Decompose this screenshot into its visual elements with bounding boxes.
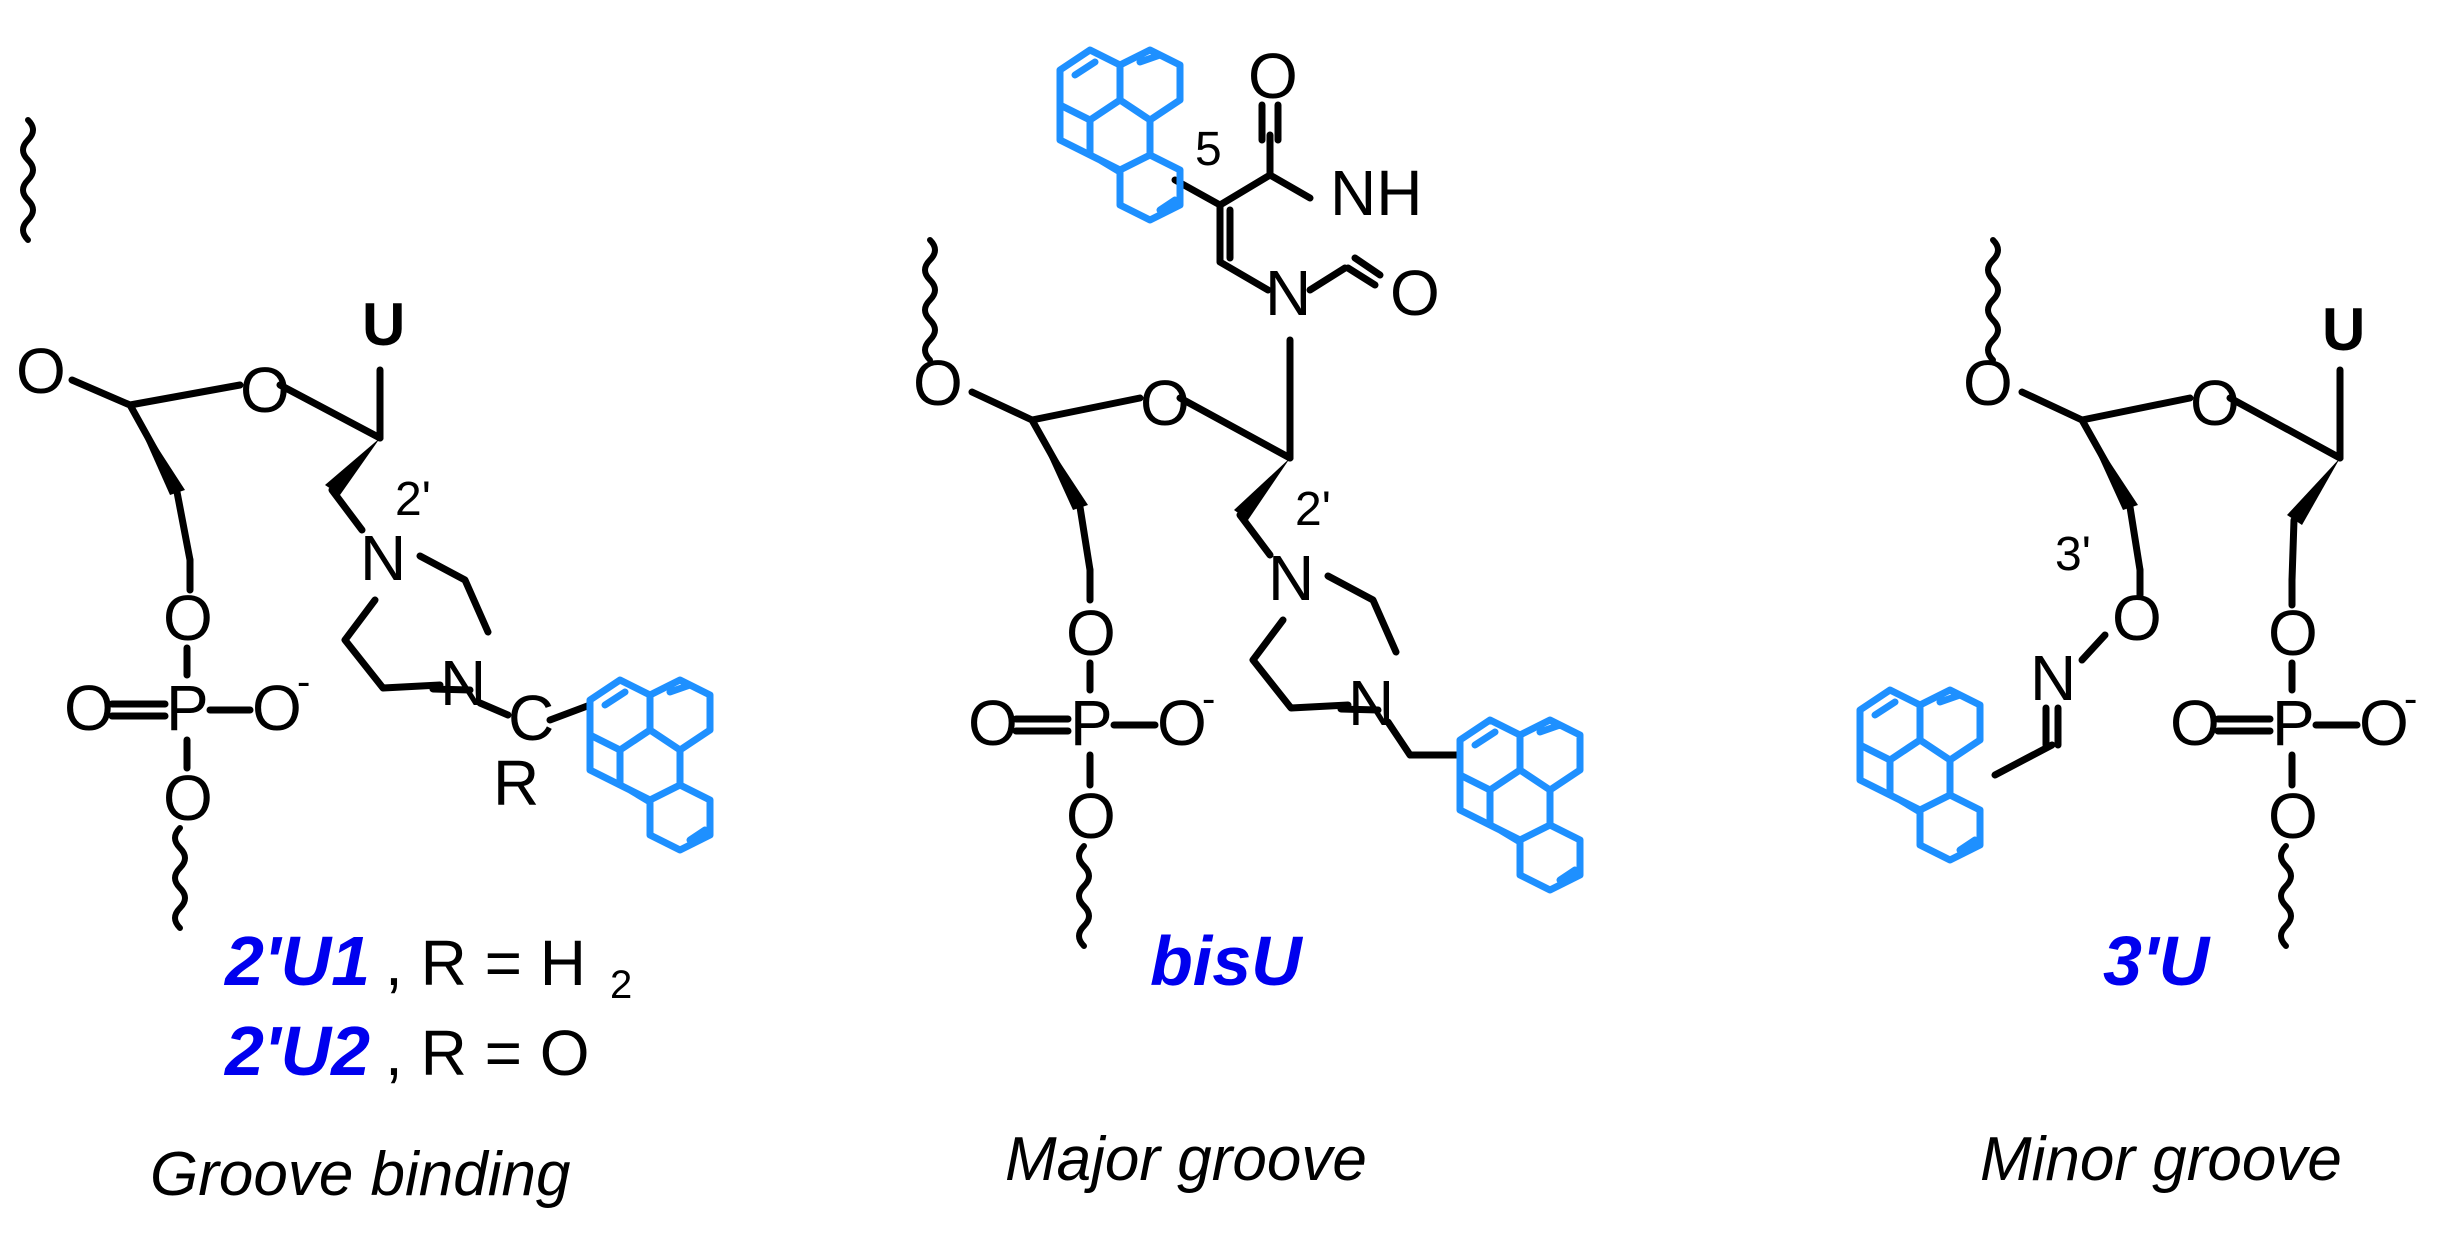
pyrene-group-top bbox=[1056, 46, 1184, 224]
oxime-o-atom: O bbox=[2112, 582, 2162, 654]
r-group-label: R bbox=[493, 747, 539, 819]
c3-to-ch2-right bbox=[2126, 503, 2144, 574]
caption-groove-binding: Groove binding bbox=[150, 1140, 571, 1209]
anion-charge-right: - bbox=[2404, 677, 2417, 721]
o5-atom: O bbox=[16, 335, 66, 407]
o-to-n-bond bbox=[2078, 631, 2109, 664]
uracil-n1-atom: N bbox=[1265, 257, 1311, 329]
structure-3u: O O 3' U O N O P O O - O bbox=[1856, 237, 2417, 949]
wedge-bond-4 bbox=[130, 405, 185, 495]
o5-atom-right: O bbox=[1963, 347, 2013, 419]
o-double-left: O bbox=[64, 672, 114, 744]
wavy-bond-3prime-mid bbox=[1076, 843, 1092, 949]
caption-major-groove: Major groove bbox=[1005, 1125, 1367, 1194]
caption-minor-groove: Minor groove bbox=[1980, 1125, 2342, 1194]
c2-to-ch2-right bbox=[2288, 516, 2298, 584]
uracil-label: U bbox=[362, 291, 405, 358]
piperazine-n1-mid: N bbox=[1268, 542, 1314, 614]
wedge-bond-c2-mid bbox=[1234, 458, 1290, 520]
oxime-n-atom: N bbox=[2030, 642, 2076, 714]
structure-bisu: O O 2' N NH O O 5 N N O P O bbox=[913, 40, 1584, 949]
phosphorus-atom-right: P bbox=[2272, 687, 2315, 759]
wavy-bond-5prime-right bbox=[1985, 237, 2001, 363]
p-double-bond-left bbox=[108, 700, 169, 720]
anion-charge-mid: - bbox=[1202, 677, 1215, 721]
carbonyl-c-atom: C bbox=[508, 682, 554, 754]
o3-atom-left: O bbox=[163, 582, 213, 654]
uracil-o2-atom: O bbox=[1390, 257, 1440, 329]
position-label-5: 5 bbox=[1195, 123, 1222, 176]
o5-next-atom-left: O bbox=[163, 762, 213, 834]
position-label-2prime-mid: 2' bbox=[1295, 483, 1331, 536]
compound-labels: 2'U1 , R = H 2 2'U2 , R = O bisU 3'U bbox=[223, 922, 2211, 1090]
pyrene-group-mid bbox=[1456, 716, 1584, 894]
wedge-bond-c2-right bbox=[2287, 458, 2340, 525]
o4-ring-atom: O bbox=[240, 354, 290, 426]
sugar-ring-bonds-mid bbox=[968, 388, 1294, 488]
piperazine-ring-mid bbox=[1249, 572, 1400, 714]
wedge-bond-4-right bbox=[2082, 420, 2138, 510]
o-minus-atom-right: O bbox=[2359, 687, 2409, 759]
c3-to-c2-bond bbox=[173, 488, 194, 564]
o3-atom-mid: O bbox=[1066, 597, 1116, 669]
position-label-2prime-left: 2' bbox=[395, 473, 431, 526]
o-minus-atom-left: O bbox=[252, 672, 302, 744]
o-minus-atom-mid: O bbox=[1157, 687, 1207, 759]
piperazine-n4-mid: N bbox=[1348, 667, 1394, 739]
c-to-pyrene-bond bbox=[546, 701, 594, 724]
rdef-2u2: , R = O bbox=[385, 1017, 590, 1089]
wavy-bond-3prime-right bbox=[2278, 843, 2294, 949]
o3-atom-right: O bbox=[2268, 597, 2318, 669]
compound-label-3u: 3'U bbox=[2103, 922, 2211, 1000]
wedge-bond-4-mid bbox=[1032, 420, 1088, 510]
position-label-3prime: 3' bbox=[2055, 528, 2091, 581]
n4-to-ch2-mid bbox=[1384, 718, 1464, 759]
o5-atom-mid: O bbox=[913, 347, 963, 419]
c4-double-o-bond bbox=[1258, 101, 1282, 144]
wavy-bond-5prime-mid bbox=[922, 237, 938, 363]
compound-label-bisu: bisU bbox=[1150, 922, 1303, 1000]
o5-next-atom-mid: O bbox=[1066, 780, 1116, 852]
wedge-bond-c2 bbox=[325, 438, 380, 495]
wavy-bond-5prime bbox=[20, 117, 36, 243]
phosphorus-atom-left: P bbox=[166, 672, 209, 744]
captions: Groove binding Major groove Minor groove bbox=[150, 1125, 2342, 1209]
rdef-2u1-subscript: 2 bbox=[610, 963, 632, 1007]
c2-double-o-bond bbox=[1344, 254, 1384, 289]
o4-ring-atom-right: O bbox=[2190, 367, 2240, 439]
p-double-bond-mid bbox=[1012, 715, 1072, 735]
uracil-label-right: U bbox=[2322, 296, 2365, 363]
piperazine-n1-left: N bbox=[360, 522, 406, 594]
compound-label-2u2: 2'U2 bbox=[223, 1012, 370, 1090]
pyrene-group-left bbox=[586, 676, 714, 854]
c3-to-ch2-mid bbox=[1076, 503, 1094, 574]
sugar-ring-bonds bbox=[68, 376, 384, 472]
o-double-mid: O bbox=[968, 687, 1018, 759]
o5-next-atom-right: O bbox=[2268, 780, 2318, 852]
compound-label-2u1: 2'U1 bbox=[223, 922, 370, 1000]
piperazine-ring-left bbox=[341, 552, 492, 694]
structure-2u: O O U 2' N N C R O P O O - O bbox=[16, 117, 714, 931]
ch-to-pyrene-bond bbox=[1991, 741, 2056, 779]
p-double-bond-right bbox=[2214, 715, 2274, 735]
rdef-2u1: , R = H bbox=[385, 927, 586, 999]
n4-to-c-bond bbox=[476, 699, 512, 719]
c2-to-ch2-bond bbox=[328, 486, 366, 534]
wavy-bond-3prime-left bbox=[172, 825, 188, 931]
c2-to-ch2-mid bbox=[1236, 511, 1274, 559]
piperazine-n4-left: N bbox=[440, 647, 486, 719]
o4-ring-atom-mid: O bbox=[1140, 367, 1190, 439]
anion-charge-left: - bbox=[297, 660, 310, 704]
n-double-ch-bond bbox=[2042, 704, 2062, 749]
sugar-ring-bonds-right bbox=[2018, 388, 2344, 488]
o-double-right: O bbox=[2170, 687, 2220, 759]
uracil-o4-atom: O bbox=[1248, 40, 1298, 112]
phosphorus-atom-mid: P bbox=[1070, 687, 1113, 759]
uracil-nh-atom: NH bbox=[1330, 157, 1422, 229]
pyrene-group-right bbox=[1856, 686, 1984, 864]
